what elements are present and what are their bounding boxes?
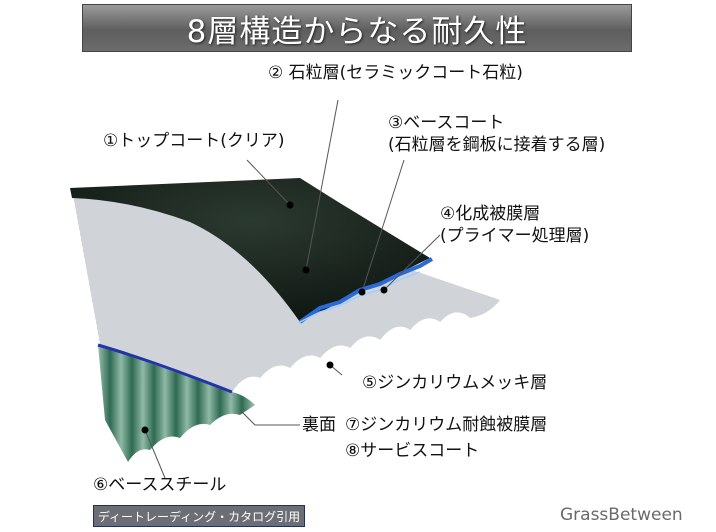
label-zincalume: ⑤ジンカリウムメッキ層 <box>362 373 548 393</box>
title: 8層構造からなる耐久性 <box>186 13 528 50</box>
label-back-side: 裏面 <box>302 415 336 435</box>
base-steel-underside <box>98 345 255 462</box>
brand-watermark: GrassBetween <box>560 505 683 525</box>
source-credit: ディートレーディング・カタログ引用 <box>93 505 305 527</box>
label-top-coat: ①トップコート(クリア) <box>103 131 285 151</box>
title-banner: 8層構造からなる耐久性 <box>82 4 632 52</box>
label-chemical-film: ④化成被膜層 <box>440 204 541 224</box>
label-service-coat: ⑧サービスコート <box>345 441 480 461</box>
label-base-steel: ⑥ベーススチール <box>93 475 227 495</box>
label-chemical-film-desc: (プライマー処理層) <box>440 226 590 246</box>
label-corrosion-film: ⑦ジンカリウム耐蝕被膜層 <box>345 415 548 435</box>
label-base-coat: ③ベースコート <box>388 113 505 133</box>
label-base-coat-desc: (石粒層を鋼板に接着する層) <box>388 135 606 155</box>
top-coat-layer <box>70 178 430 322</box>
label-stone-layer: ② 石粒層(セラミックコート石粒) <box>268 63 523 83</box>
